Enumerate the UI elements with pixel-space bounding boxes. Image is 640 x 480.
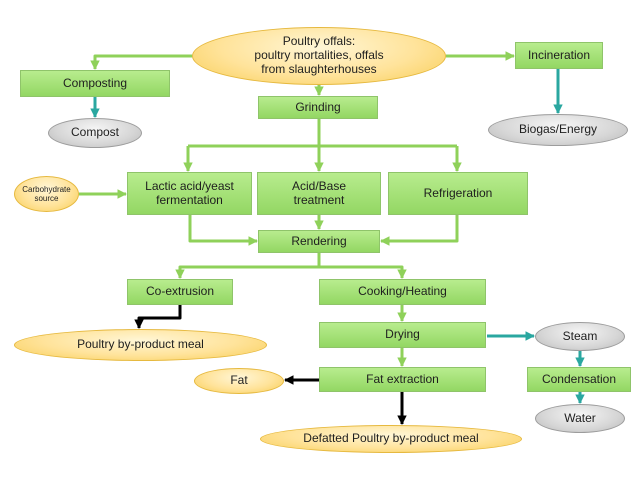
rendering-node: Rendering	[258, 230, 380, 253]
arrow-rendering-split	[175, 253, 321, 279]
arrow-offals-to-composting	[90, 54, 192, 70]
condensation-node: Condensation	[527, 367, 631, 392]
arrow-to-cooking	[319, 265, 407, 279]
compost-node: Compost	[48, 118, 142, 148]
biogas-energy-node: Biogas/Energy	[488, 114, 628, 146]
drying-node: Drying	[319, 322, 486, 348]
acid-base-treatment-node: Acid/Base treatment	[257, 172, 381, 215]
cooking-heating-node: Cooking/Heating	[319, 279, 486, 305]
composting-node: Composting	[20, 70, 170, 97]
water-node: Water	[535, 404, 625, 433]
fat-node: Fat	[194, 368, 284, 394]
incineration-node: Incineration	[515, 42, 603, 69]
defatted-poultry-by-product-meal-node: Defatted Poultry by-product meal	[260, 425, 522, 453]
arrow-coextrusion-to-meal	[134, 305, 182, 329]
refrigeration-node: Refrigeration	[388, 172, 528, 215]
poultry-by-product-meal-node: Poultry by-product meal	[14, 329, 267, 361]
grinding-node: Grinding	[258, 96, 378, 119]
carbohydrate-source-node: Carbohydrate source	[14, 176, 79, 212]
poultry-offals-node: Poultry offals: poultry mortalities, off…	[192, 27, 446, 85]
arrow-lactic-to-rendering	[188, 215, 258, 246]
lactic-acid-yeast-fermentation-node: Lactic acid/yeast fermentation	[127, 172, 252, 215]
steam-node: Steam	[535, 322, 625, 351]
arrow-refrig-to-rendering	[380, 215, 459, 246]
co-extrusion-node: Co-extrusion	[127, 279, 233, 305]
fat-extraction-node: Fat extraction	[319, 367, 486, 392]
